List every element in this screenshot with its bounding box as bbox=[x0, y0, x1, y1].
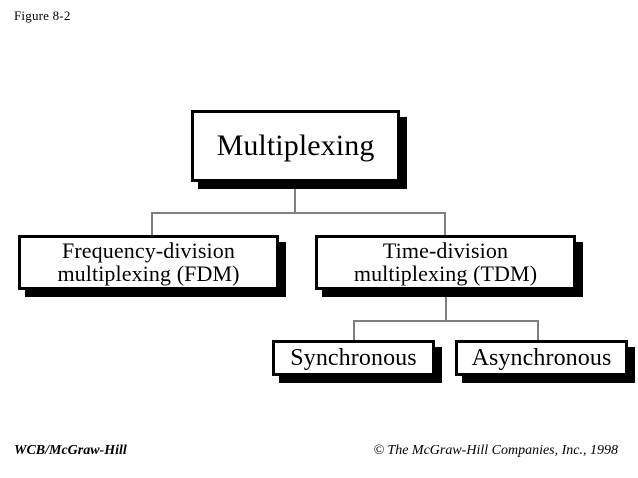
publisher-credit: WCB/McGraw-Hill bbox=[14, 443, 127, 458]
figure-label: Figure 8-2 bbox=[14, 8, 71, 23]
copyright-text: The McGraw-Hill Companies, Inc., 1998 bbox=[387, 443, 618, 458]
node-time-division-multiplexing[interactable]: Time-division multiplexing (TDM) bbox=[315, 235, 576, 290]
connector-tdm-bus bbox=[353, 320, 539, 322]
node-multiplexing-label: Multiplexing bbox=[216, 128, 375, 162]
slide-footer: WCB/McGraw-Hill ©The McGraw-Hill Compani… bbox=[0, 440, 638, 462]
node-synchronous[interactable]: Synchronous bbox=[272, 340, 435, 376]
connector-root-bus bbox=[151, 212, 446, 214]
connector-root-to-tdm bbox=[444, 212, 446, 237]
node-asynchronous-label: Asynchronous bbox=[471, 344, 612, 371]
node-multiplexing[interactable]: Multiplexing bbox=[191, 110, 400, 182]
node-asynchronous[interactable]: Asynchronous bbox=[455, 340, 628, 376]
connector-tdm-stem bbox=[445, 297, 447, 321]
node-time-division-multiplexing-label: Time-division multiplexing (TDM) bbox=[353, 238, 538, 286]
node-frequency-division-multiplexing-label: Frequency-division multiplexing (FDM) bbox=[57, 238, 240, 286]
connector-root-stem bbox=[294, 189, 296, 213]
copyright-notice: ©The McGraw-Hill Companies, Inc., 1998 bbox=[374, 443, 618, 459]
connector-tdm-to-async bbox=[537, 320, 539, 342]
connector-tdm-to-sync bbox=[353, 320, 355, 342]
node-synchronous-label: Synchronous bbox=[290, 344, 417, 371]
node-frequency-division-multiplexing[interactable]: Frequency-division multiplexing (FDM) bbox=[18, 235, 279, 290]
connector-root-to-fdm bbox=[151, 212, 153, 237]
copyright-icon: © bbox=[373, 443, 385, 458]
